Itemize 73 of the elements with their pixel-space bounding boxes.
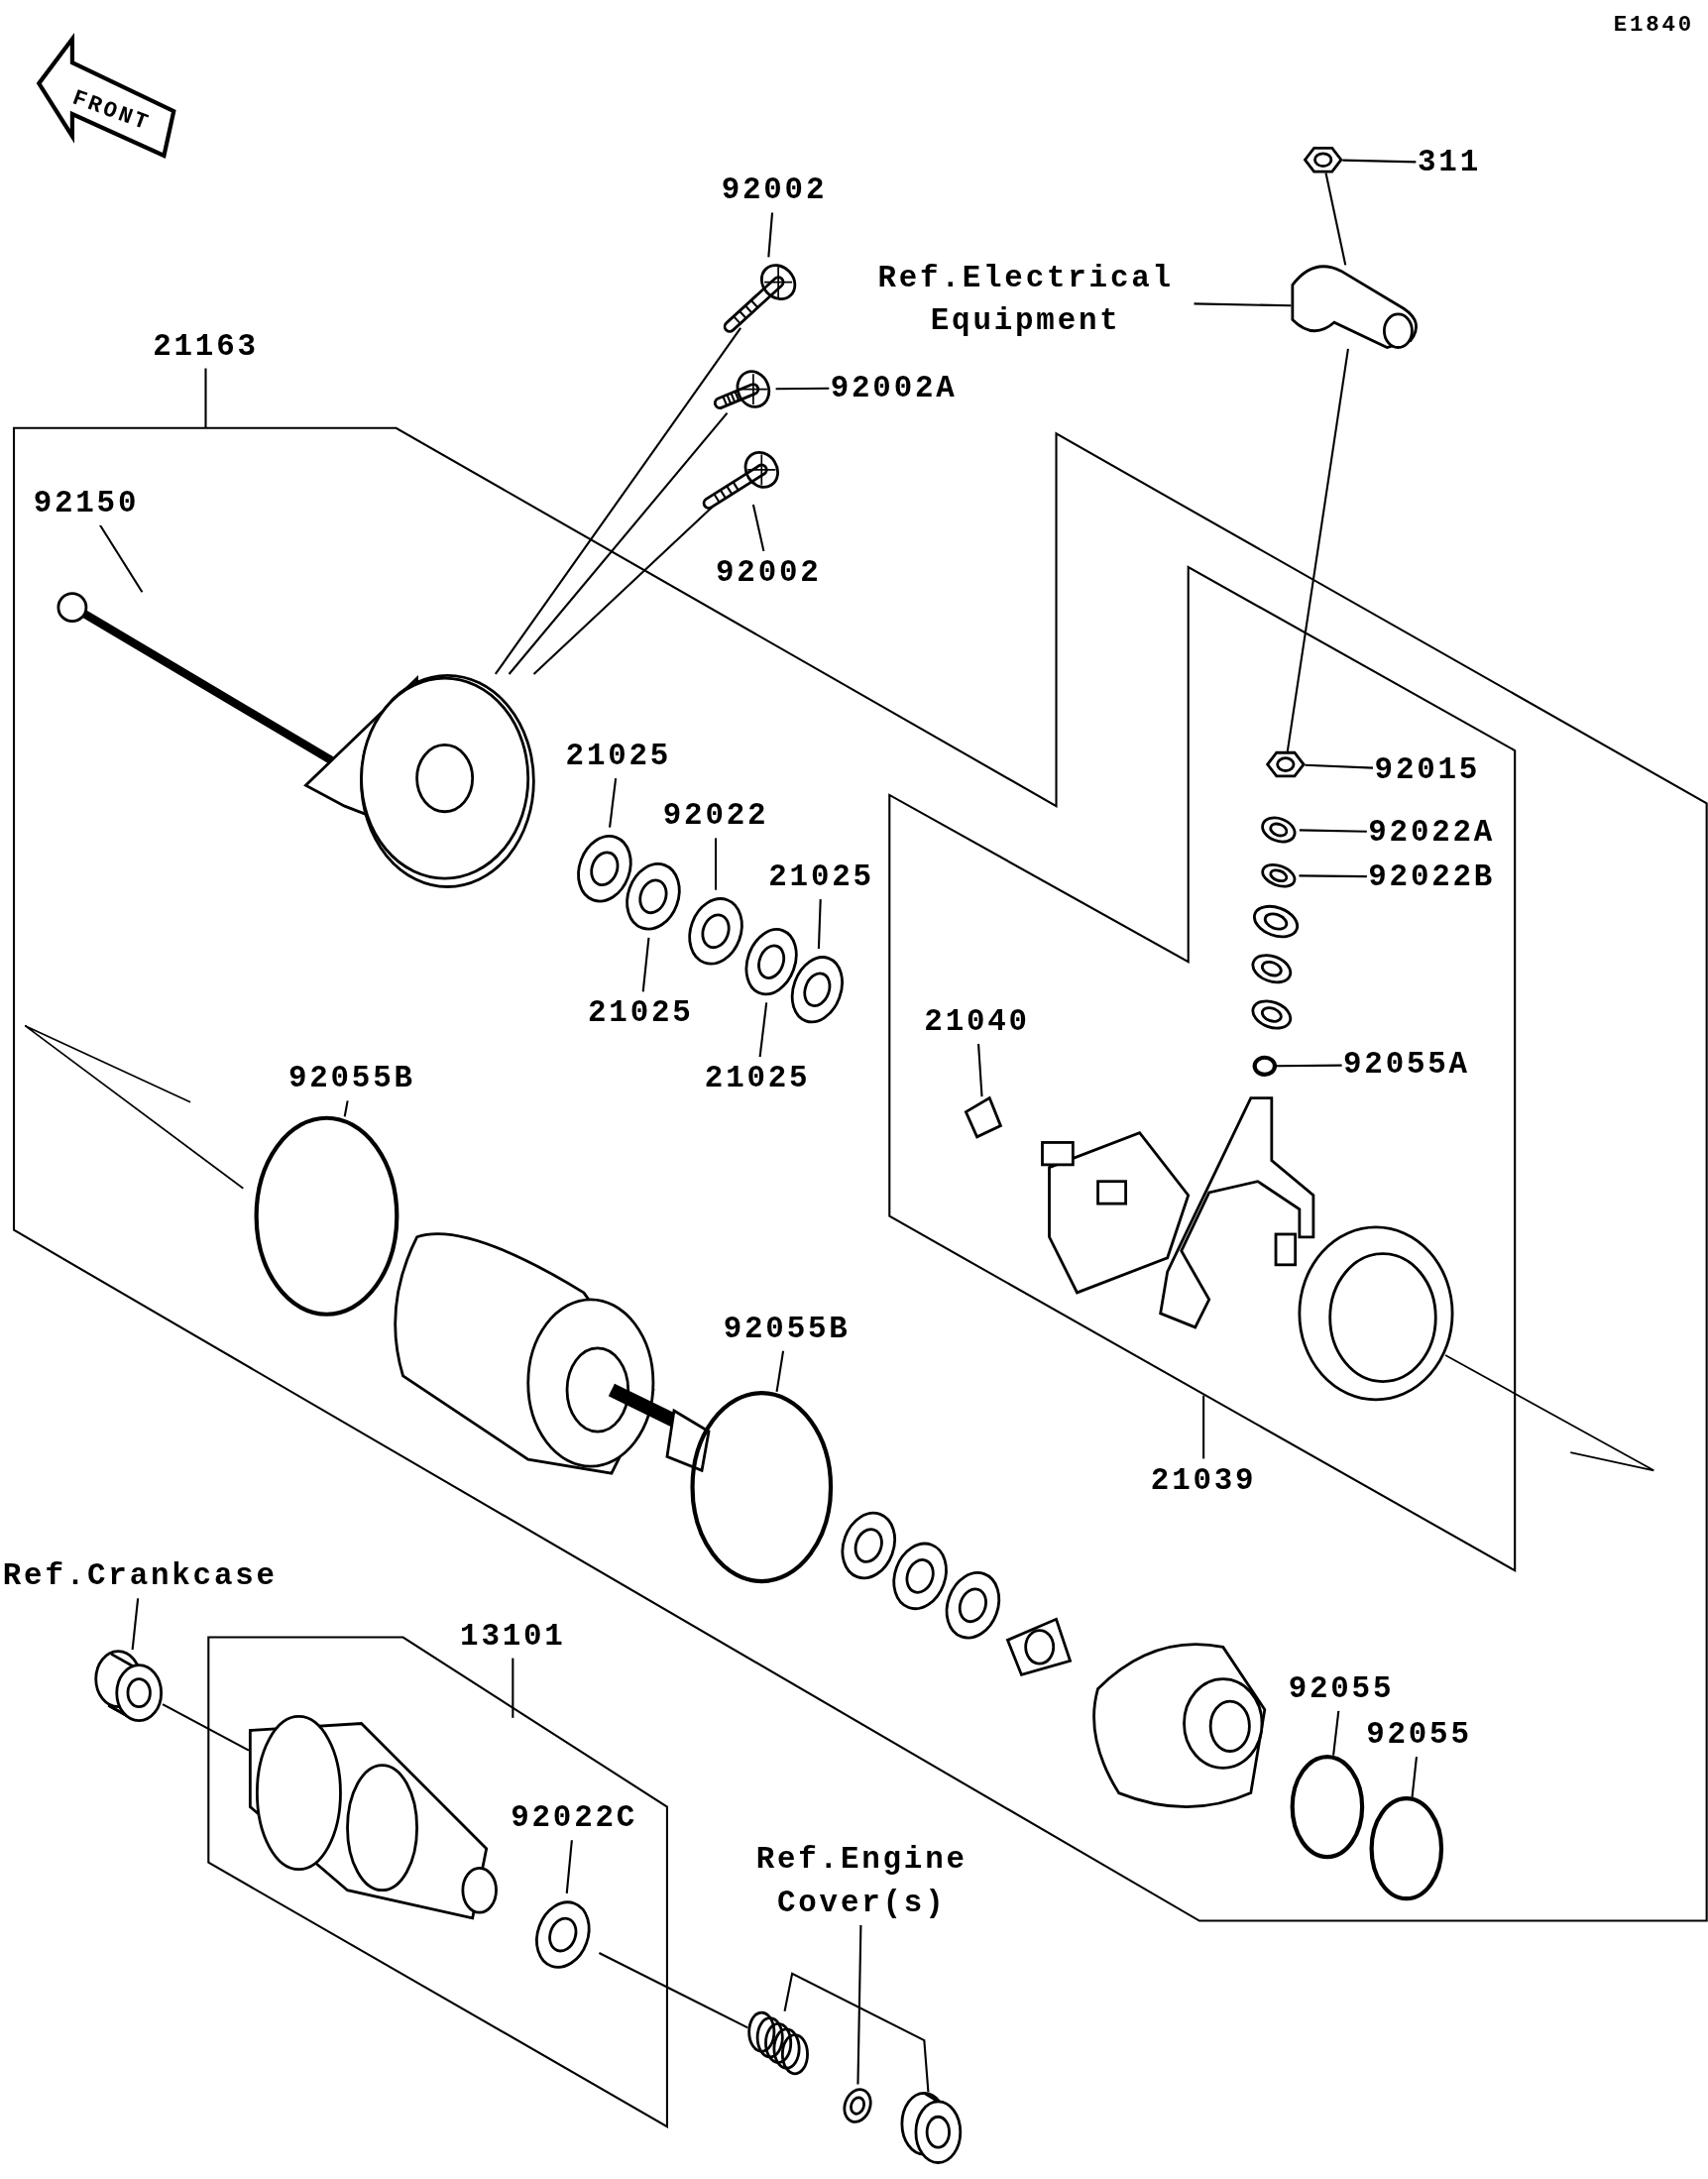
o-ring [1369,1796,1444,1901]
leader-line [758,1002,768,1058]
leader-line [1305,763,1374,769]
brush [964,1095,1003,1139]
bolt [702,451,779,510]
leader-line [98,523,144,593]
long-bolt [57,592,336,765]
leader-line [1299,874,1367,878]
spring [747,2010,809,2076]
brush-holder [1298,1225,1454,1402]
o-ring [1252,1055,1278,1078]
leader-line [1332,1710,1340,1756]
leader-line [775,387,830,391]
nut [1265,750,1306,778]
leader-line [508,412,729,675]
leader-line [609,777,618,828]
washer [1261,863,1297,888]
leader-line [1286,348,1349,752]
leader-line [1411,1756,1419,1797]
leader-line [343,1099,349,1117]
cap [1291,265,1419,349]
leader-line [976,1043,983,1097]
leader-line [131,1597,140,1651]
leader-line [1342,159,1417,164]
o-ring [254,1115,399,1317]
brush-plate [1041,1130,1191,1295]
leader-line [204,367,207,428]
leader-line [1194,302,1292,307]
washer [1251,954,1293,984]
bushing [900,2092,963,2164]
leader-line [775,1349,785,1392]
leader-line [767,211,774,258]
leader-line [565,1839,573,1894]
washer [626,862,681,931]
leader-line [1324,172,1347,266]
leader-line [641,937,650,992]
leader-line [512,1657,514,1718]
bolt [713,370,771,409]
washer [577,835,632,903]
washer [892,1542,948,1611]
leader-line [1299,829,1367,833]
washer [744,928,798,996]
leader-line [817,898,822,950]
leader-line [856,1924,862,2085]
washer [790,956,844,1024]
starter-clutch [248,1715,498,1920]
end-cover [1092,1643,1267,1808]
leader-line [598,1952,748,2029]
leader-line [783,1972,930,2093]
motor-yoke [394,1232,711,1475]
washer [688,897,743,966]
terminal-bracket [1159,1096,1315,1329]
diagram-code: E1840 [1612,11,1696,40]
leader-line [162,1703,250,1752]
front-cover [303,673,535,888]
washer [1253,904,1300,939]
leader-line [715,837,718,890]
leader-line [494,327,741,675]
leader-line [1202,1395,1205,1459]
o-ring [690,1391,834,1584]
o-ring [1290,1755,1365,1860]
washer [841,1511,896,1580]
lock-plate [1005,1617,1073,1677]
leader-line [751,504,765,552]
washer [1251,999,1293,1030]
bolt [723,264,797,333]
bushing [94,1650,164,1723]
washer [535,1900,591,1969]
lock-washer [1261,816,1297,844]
washer [945,1571,1001,1640]
leader-line [1276,1064,1342,1068]
nut [1303,147,1343,173]
washer [843,2088,872,2123]
